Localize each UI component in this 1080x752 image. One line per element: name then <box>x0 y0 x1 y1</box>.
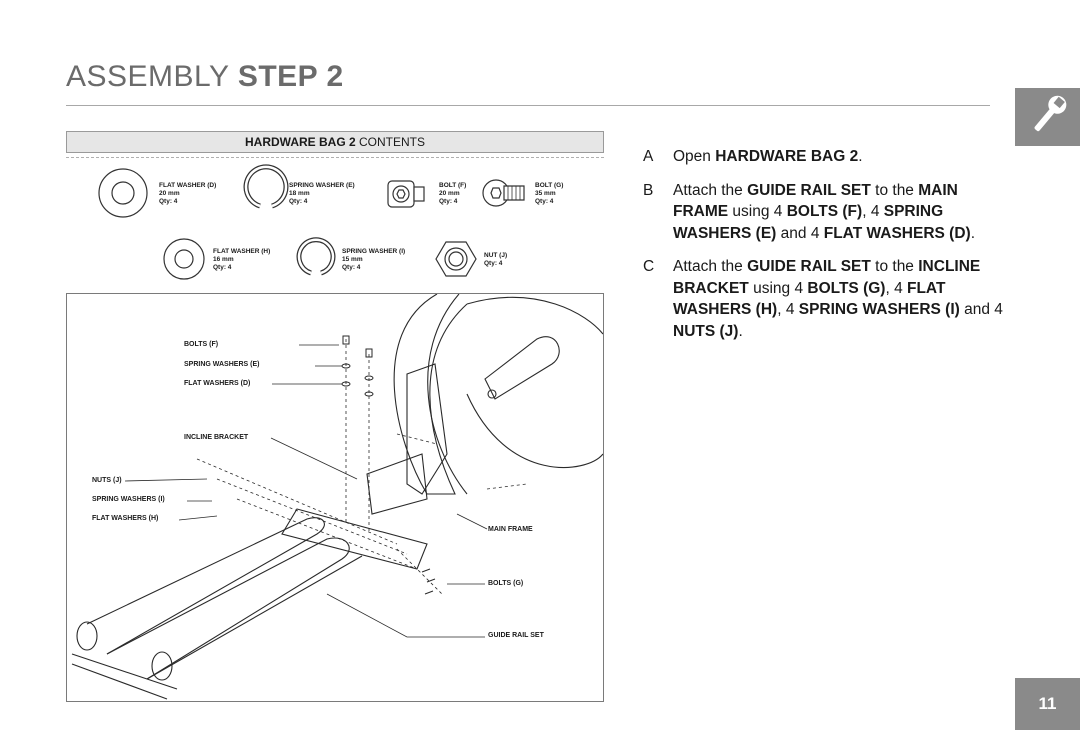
hardware-divider <box>66 157 604 158</box>
page-number: 11 <box>1015 678 1080 730</box>
section-tab <box>1015 88 1080 146</box>
hardware-parts-drawing <box>98 164 525 280</box>
hardware-bolts-g <box>421 568 436 595</box>
callout-flat-washers-h: FLAT WASHERS (H) <box>92 515 159 522</box>
pedal-arm-shape <box>484 336 560 400</box>
hardware-bag-header: HARDWARE BAG 2 CONTENTS <box>66 131 604 153</box>
bolt-g-icon <box>482 179 525 207</box>
hardware-bolts-f <box>341 335 374 397</box>
hardware-bag-title: HARDWARE BAG 2 <box>244 135 356 149</box>
step-b: B Attach the GUIDE RAIL SET to the MAIN … <box>643 180 1003 245</box>
main-frame-shape <box>393 294 468 495</box>
title-bold: STEP 2 <box>237 60 344 93</box>
step-letter: C <box>643 258 655 275</box>
instruction-steps: A Open HARDWARE BAG 2. B Attach the GUID… <box>643 146 1003 354</box>
step-letter: A <box>643 148 654 165</box>
step-letter: B <box>643 181 654 199</box>
page-title: ASSEMBLY STEP 2 <box>66 60 344 94</box>
callout-bolts-f: BOLTS (F) <box>184 341 219 348</box>
step-c: C Attach the GUIDE RAIL SET to the INCLI… <box>643 256 1003 342</box>
assembly-illustration <box>71 294 603 700</box>
step-text: Open HARDWARE BAG 2. <box>673 148 863 165</box>
callout-incline-bracket: INCLINE BRACKET <box>184 434 249 441</box>
title-light: ASSEMBLY <box>66 60 229 93</box>
step-text: Attach the GUIDE RAIL SET to the MAIN FR… <box>673 181 976 242</box>
nut-j-icon <box>435 241 477 277</box>
callout-nuts-j: NUTS (J) <box>92 477 122 484</box>
step-text: Attach the GUIDE RAIL SET to the INCLINE… <box>673 258 1003 340</box>
step-a: A Open HARDWARE BAG 2. <box>643 146 1003 168</box>
part-label-nut-j: NUT (J)Qty: 4 <box>484 252 508 267</box>
callout-flat-washers-d: FLAT WASHERS (D) <box>184 380 251 387</box>
callout-guide-rail-set: GUIDE RAIL SET <box>488 632 544 639</box>
wrench-icon <box>1034 95 1067 132</box>
title-divider <box>66 105 990 106</box>
bolt-f-icon <box>387 180 425 208</box>
callout-main-frame: MAIN FRAME <box>488 526 533 533</box>
assembly-diagram: BOLTS (F) SPRING WASHERS (E) FLAT WASHER… <box>66 293 604 702</box>
callout-spring-washers-e: SPRING WASHERS (E) <box>184 361 260 368</box>
incline-bracket-shape <box>406 363 448 495</box>
callout-bolts-g: BOLTS (G) <box>488 580 524 587</box>
hardware-bag-subtitle: CONTENTS <box>359 135 425 149</box>
callout-spring-washers-i: SPRING WASHERS (I) <box>92 496 165 503</box>
